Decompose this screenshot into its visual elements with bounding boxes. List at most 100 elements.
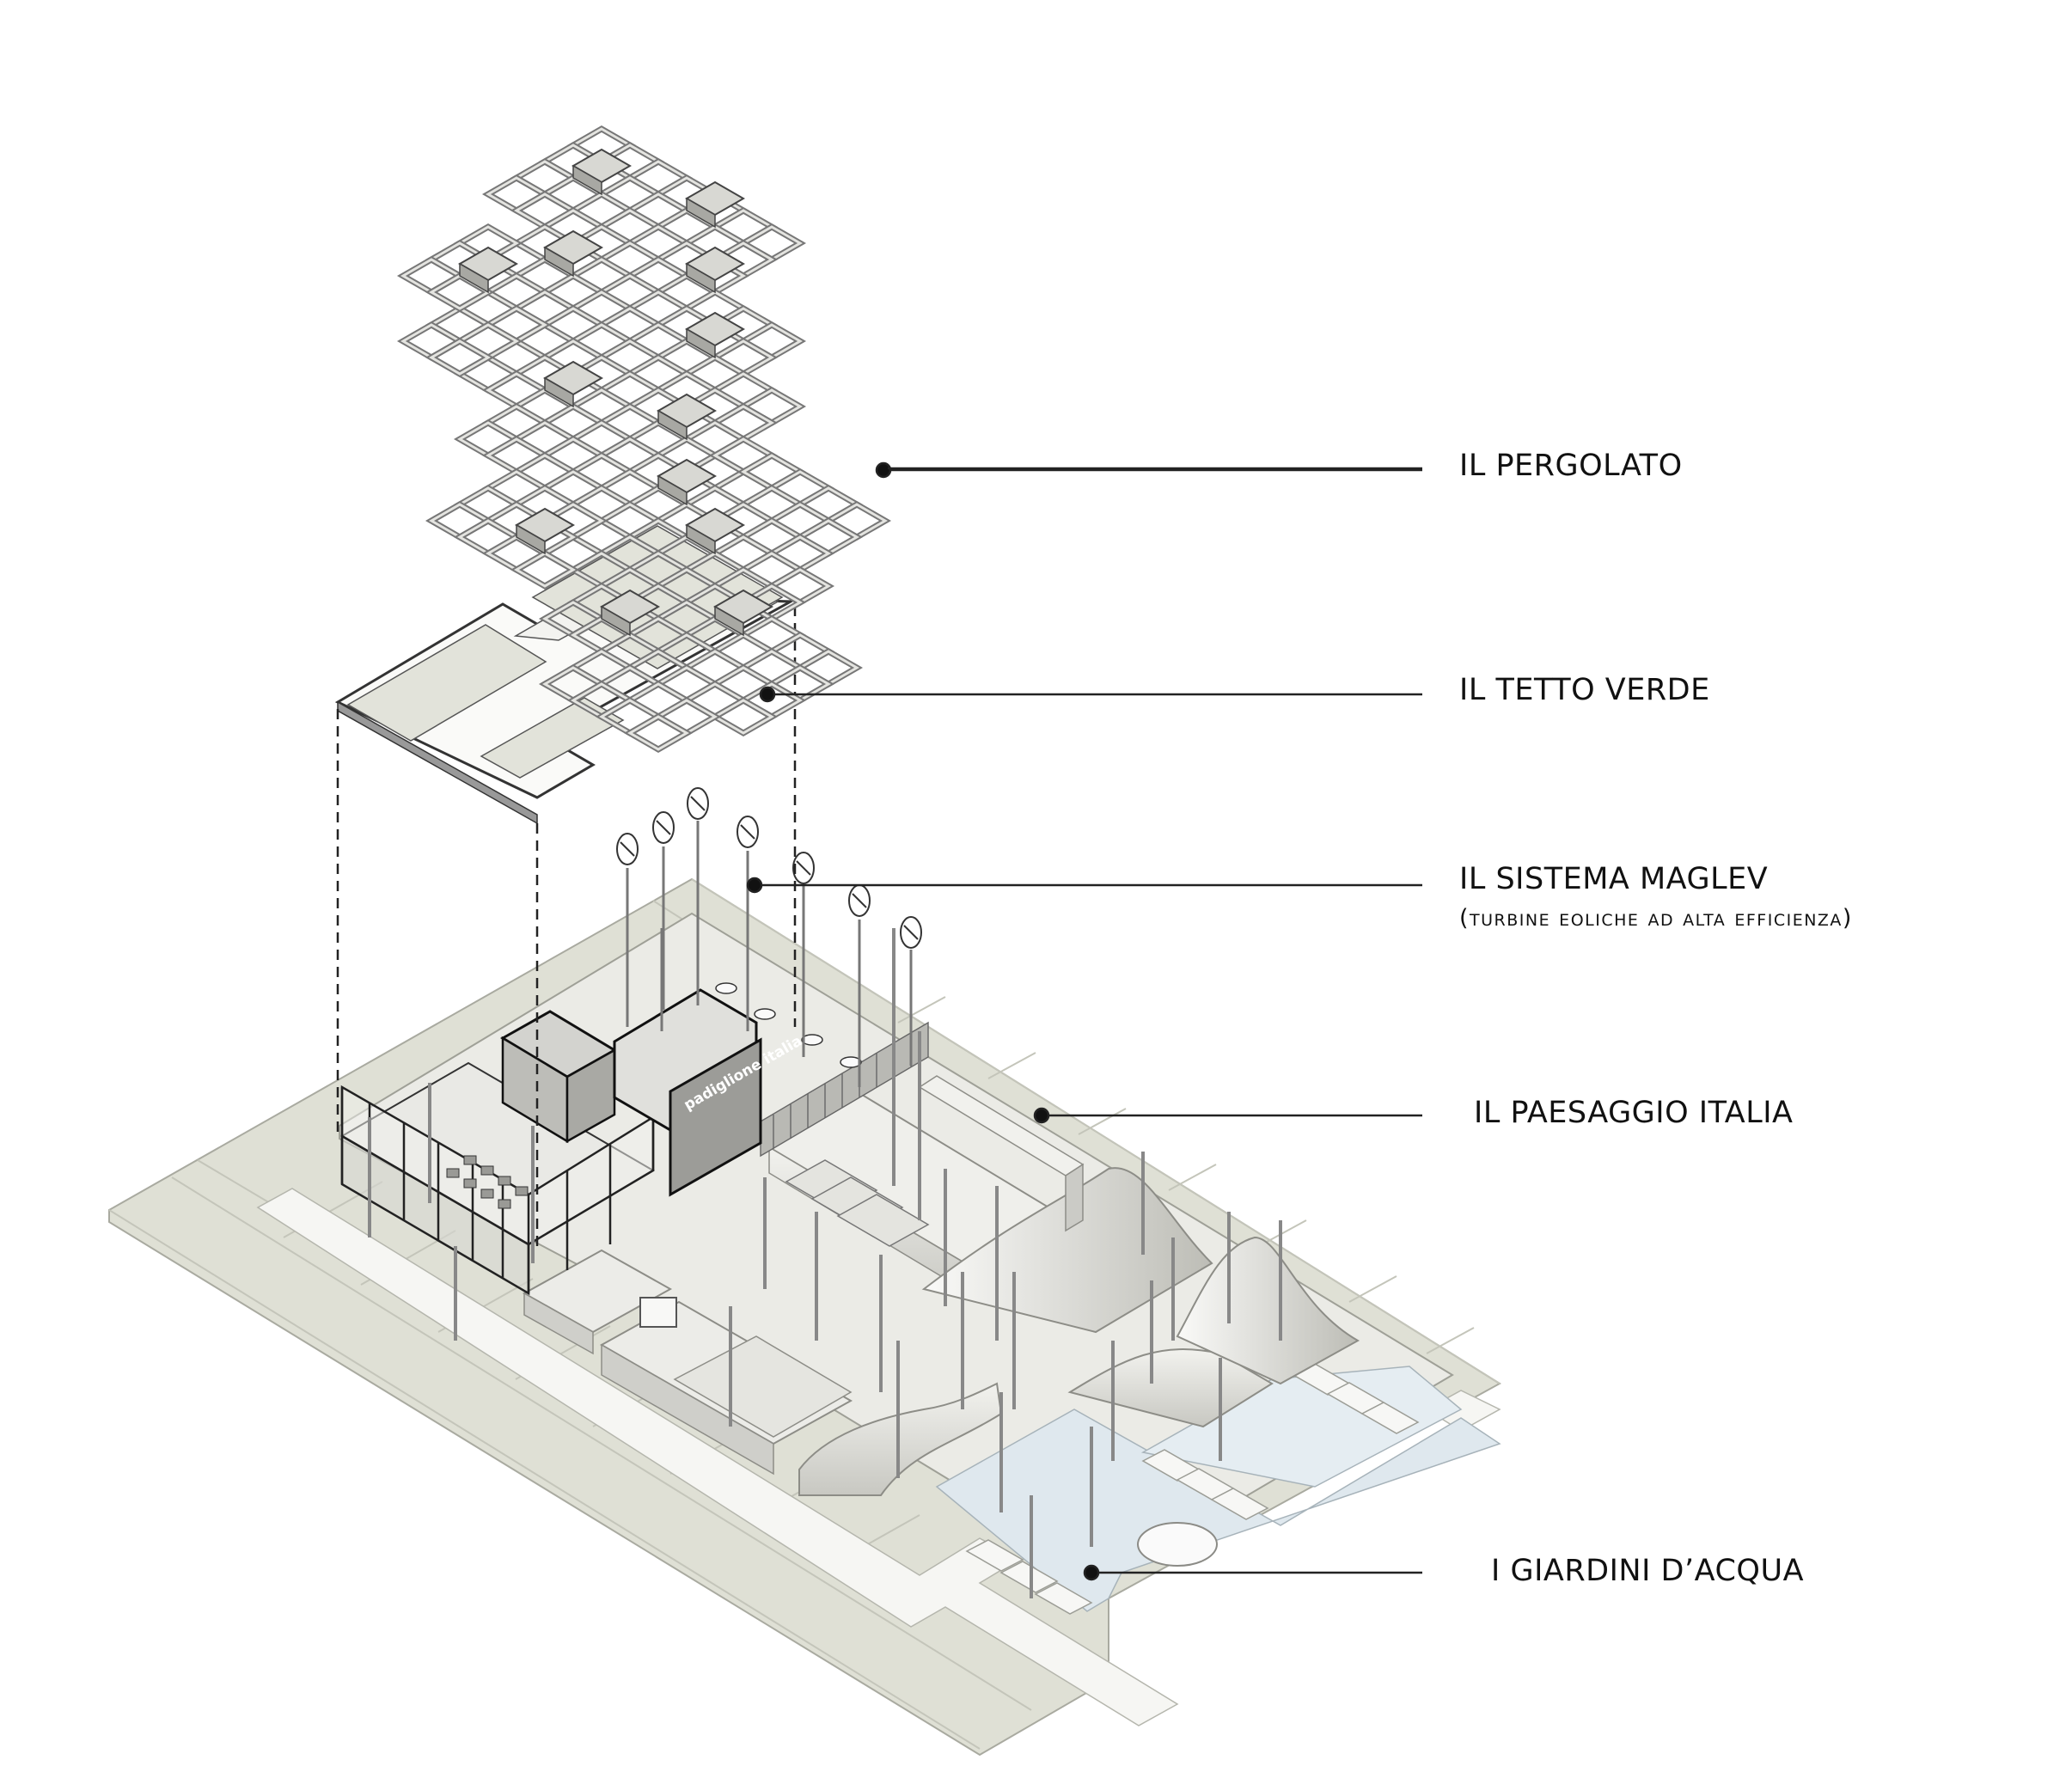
- pergola-cell: [396, 321, 467, 362]
- pergola-beam: [570, 388, 633, 425]
- pergola-cell: [623, 255, 694, 296]
- pergola-beam: [570, 486, 633, 522]
- pergola-beam: [683, 421, 747, 457]
- label-paesaggio-italia: IL PAESAGGIO ITALIA: [1474, 1096, 1794, 1130]
- pergola-beam: [428, 503, 492, 539]
- pergola-planter-side: [544, 246, 574, 278]
- columns: [368, 928, 1282, 1598]
- pergola-cell: [595, 272, 665, 313]
- pergola-cell: [566, 190, 637, 231]
- pergola-cell: [708, 696, 779, 737]
- water-pool: [935, 1409, 1501, 1612]
- pergola-beam: [570, 454, 633, 490]
- label-maglev-subtitle: (TURBINE EOLICHE AD ALTA EFFICIENZA): [1459, 905, 1853, 932]
- pergola-beam: [740, 454, 804, 490]
- pergola-beam: [485, 470, 548, 506]
- pergola-beam: [655, 666, 718, 702]
- pergola-cell: [765, 663, 835, 705]
- pergola-cell: [708, 337, 779, 378]
- pergola-cell: [708, 206, 779, 247]
- pergola-beam: [598, 209, 662, 245]
- cafe-tables: [715, 982, 862, 1068]
- pergola-beam: [626, 160, 690, 196]
- pergola-beam: [683, 650, 747, 686]
- pergola-beam: [456, 519, 520, 555]
- pergola-cell: [708, 402, 779, 443]
- stepping-stones: [965, 1363, 1420, 1615]
- pergola-beam: [683, 356, 747, 392]
- pergola-cell: [566, 288, 637, 329]
- pergola-cell: [651, 663, 722, 705]
- pergola-beam: [541, 307, 605, 343]
- pergola-cell: [793, 484, 864, 525]
- pergola-beam: [485, 405, 548, 441]
- pergola-beam: [712, 339, 775, 376]
- pergola-beam: [768, 666, 832, 702]
- label-tetto-verde: IL TETTO VERDE: [1459, 673, 1710, 707]
- pergola-beam: [768, 503, 832, 539]
- pergola-cell: [765, 500, 835, 541]
- pergola-planter-side: [516, 523, 546, 555]
- pergola-beam: [598, 405, 662, 441]
- pergola-beam: [740, 225, 804, 261]
- pergola-planter-side: [572, 164, 602, 196]
- seating-rows: [446, 1155, 529, 1209]
- pergola-cell: [538, 435, 608, 476]
- pergola-cell: [651, 696, 722, 737]
- pergola-beam: [513, 160, 577, 196]
- pergola-cell: [510, 157, 580, 199]
- pergola-cell: [566, 255, 637, 296]
- pergola-cell: [737, 484, 807, 525]
- pergola-beam: [400, 258, 463, 294]
- pergola-beam: [541, 437, 605, 474]
- pergola-cell: [680, 647, 750, 688]
- pergola-cell: [737, 647, 807, 688]
- pergola-cell: [453, 419, 523, 460]
- pergola-beam: [712, 470, 775, 506]
- wave-bench: [798, 1382, 1003, 1496]
- pergola-cell: [623, 712, 694, 754]
- pergola-cell: [765, 631, 835, 672]
- pergola-cell: [481, 304, 552, 345]
- label-sistema-maglev: IL SISTEMA MAGLEV (TURBINE EOLICHE AD AL…: [1459, 862, 1853, 932]
- label-maglev-title: IL SISTEMA MAGLEV: [1459, 862, 1769, 896]
- pergola-beam: [541, 405, 605, 441]
- pergola-cell: [453, 484, 523, 525]
- pergola-beam: [456, 290, 520, 327]
- pergola-cell: [623, 190, 694, 231]
- pergola-beam: [768, 470, 832, 506]
- pergola-beam: [400, 323, 463, 359]
- callouts: [746, 461, 1422, 1581]
- pergola-cell: [566, 419, 637, 460]
- pergola-beam: [513, 421, 577, 457]
- pergola-beam: [740, 650, 804, 686]
- pergola-cell: [453, 516, 523, 558]
- round-fountain: [1137, 1522, 1218, 1567]
- pergola-cell: [708, 370, 779, 411]
- pergola-beam: [598, 372, 662, 408]
- pergola-beam: [428, 339, 492, 376]
- pergola-cell: [680, 680, 750, 721]
- pergola-cell: [425, 500, 495, 541]
- pergola-planter-side: [686, 197, 716, 229]
- pergola-beam: [598, 437, 662, 474]
- pergola-cell: [793, 516, 864, 558]
- pergola-cell: [510, 288, 580, 329]
- pergola-cell: [510, 321, 580, 362]
- pergola-beam: [485, 339, 548, 376]
- pergola-beam: [570, 192, 633, 229]
- pergola-beam: [485, 307, 548, 343]
- pergola-cell: [623, 321, 694, 362]
- pergola-cell: [481, 370, 552, 411]
- stairs: [785, 1159, 930, 1247]
- pergola-cell: [510, 190, 580, 231]
- pergola-cell: [595, 304, 665, 345]
- pergola-planter-side: [544, 376, 574, 408]
- pergola-beam: [485, 372, 548, 408]
- pergola-cell: [538, 467, 608, 509]
- pergola-beam: [768, 633, 832, 669]
- pergola-beam: [626, 192, 690, 229]
- pavilion-building: padiglione italia: [340, 982, 862, 1296]
- pergola-beam: [456, 323, 520, 359]
- pergola-beam: [655, 699, 718, 735]
